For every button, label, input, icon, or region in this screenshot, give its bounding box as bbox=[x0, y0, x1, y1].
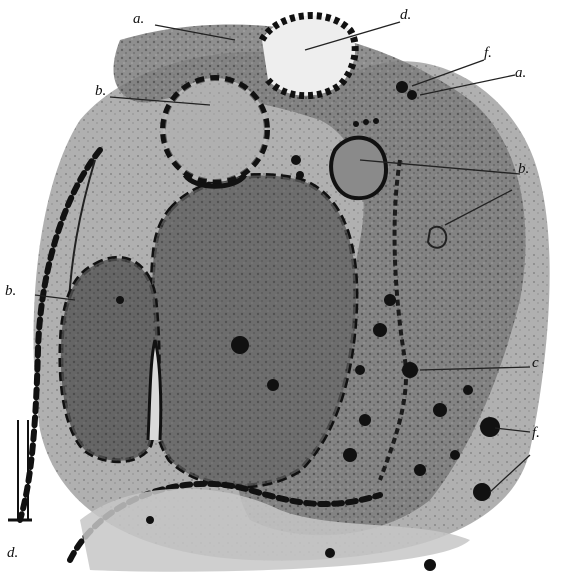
label-d-top: d. bbox=[400, 8, 411, 23]
label-c-right: c bbox=[532, 356, 539, 371]
top-arc-cell bbox=[262, 16, 355, 96]
label-a-right: a. bbox=[515, 66, 526, 81]
label-b-left: b. bbox=[5, 284, 16, 299]
label-b-top-left: b. bbox=[95, 84, 106, 99]
label-d-bottom: d. bbox=[7, 546, 18, 561]
label-f-top: f. bbox=[484, 46, 492, 61]
right-small-cell bbox=[331, 138, 386, 199]
label-a-top: a. bbox=[133, 12, 144, 27]
label-f-bottom: f. bbox=[532, 426, 540, 441]
label-b-right: b. bbox=[518, 162, 529, 177]
